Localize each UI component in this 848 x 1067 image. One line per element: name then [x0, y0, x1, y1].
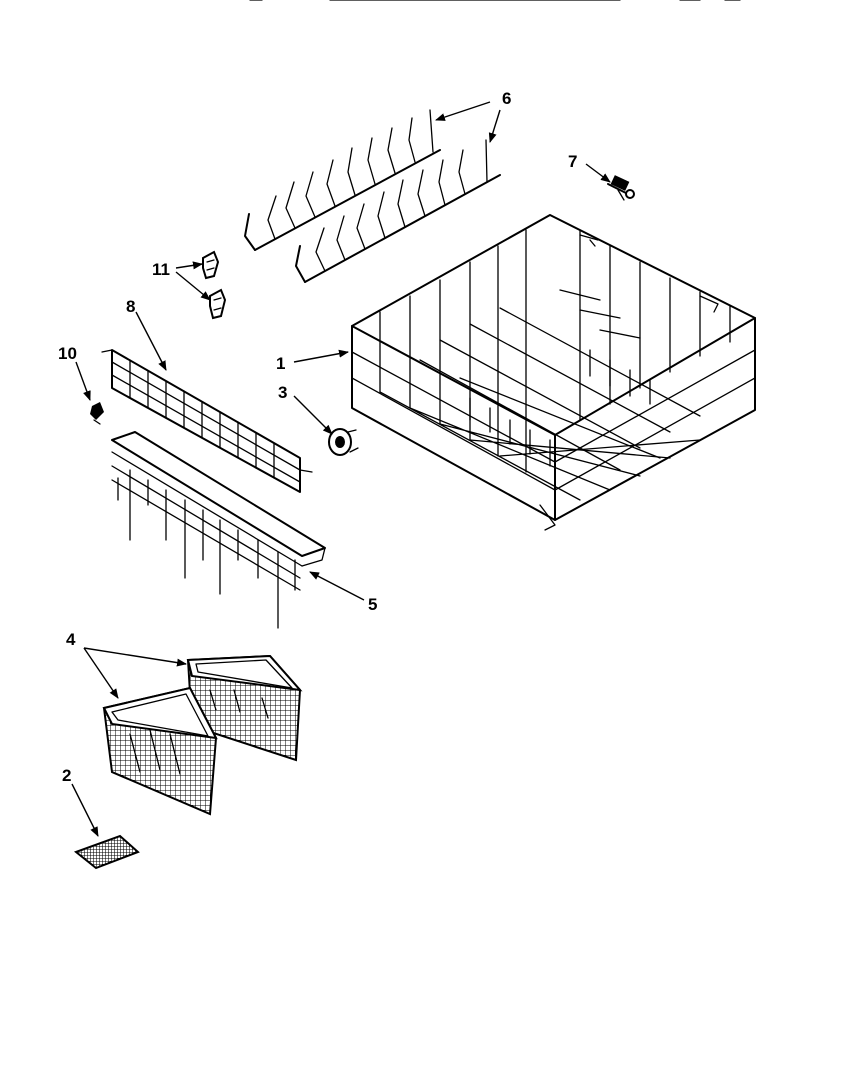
callout-7: 7: [568, 152, 577, 171]
callout-8: 8: [126, 297, 135, 316]
callout-labels: 1 2 3 4 5 6 7 8 10 11: [58, 89, 577, 785]
tine-row-lower: [295, 139, 501, 283]
silverware-basket-back: [186, 654, 303, 762]
leader-lines: [71, 101, 611, 837]
callout-11: 11: [152, 260, 170, 279]
callout-2: 2: [62, 766, 71, 785]
callout-3: 3: [278, 383, 287, 402]
rack-clip-pair: [202, 250, 227, 320]
lower-dish-rack: [351, 214, 756, 531]
small-fastener: [90, 402, 104, 425]
callout-1: 1: [276, 354, 285, 373]
rack-clip: [607, 175, 635, 201]
tine-row-upper: [244, 109, 441, 251]
callout-5: 5: [368, 595, 377, 614]
callout-6: 6: [502, 89, 511, 108]
rack-wheel: [328, 428, 359, 456]
wire-grid-shield: [101, 349, 313, 493]
callout-10: 10: [58, 344, 77, 363]
callout-4: 4: [66, 630, 76, 649]
wire-tine-assembly: [111, 431, 326, 629]
basket-cover: [73, 834, 140, 870]
silverware-basket-front: [102, 686, 218, 816]
